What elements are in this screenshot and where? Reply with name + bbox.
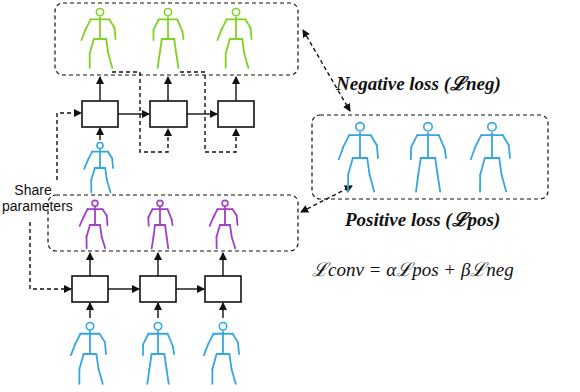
skeleton-figure bbox=[204, 323, 239, 384]
skeleton-figure bbox=[471, 123, 510, 192]
loss-formula: ℒconv = αℒpos + βℒneg bbox=[312, 256, 514, 282]
dashed-links bbox=[30, 30, 352, 289]
annotation-text: Share parameters bbox=[2, 182, 64, 214]
rnn-cells bbox=[72, 101, 254, 302]
skeleton-figure bbox=[217, 9, 251, 68]
skeleton-figure bbox=[143, 323, 174, 384]
target-group bbox=[312, 115, 548, 199]
skeleton-figure bbox=[210, 200, 238, 248]
skeleton-figure bbox=[80, 200, 108, 248]
skeleton-figure bbox=[71, 323, 106, 384]
loss-label: Positive loss (ℒpos) bbox=[345, 206, 500, 232]
rnn-arrows bbox=[90, 77, 236, 318]
skeleton-figure bbox=[153, 9, 183, 68]
skeleton-figures bbox=[71, 9, 510, 384]
skeleton-figure bbox=[148, 200, 172, 248]
loss-label: Negative loss (ℒneg) bbox=[336, 70, 501, 96]
skeleton-figure bbox=[84, 142, 113, 192]
skeleton-figure bbox=[81, 9, 115, 68]
skeleton-figure bbox=[411, 123, 446, 192]
output-group bbox=[55, 3, 298, 75]
skeleton-figure bbox=[339, 123, 378, 192]
output-group bbox=[48, 195, 298, 251]
